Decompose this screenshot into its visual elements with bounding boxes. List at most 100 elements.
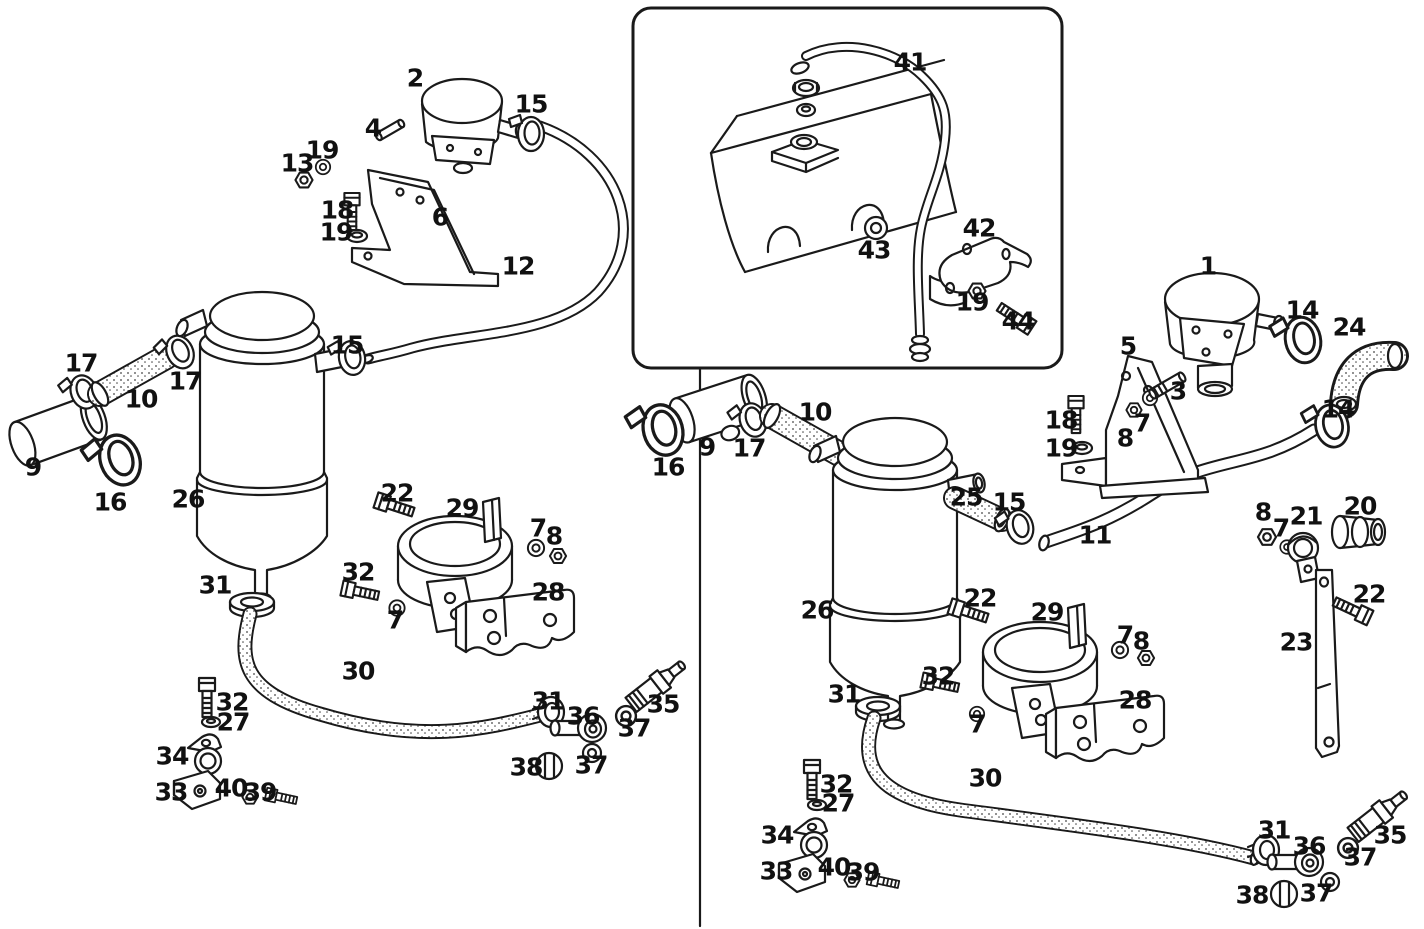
part-callout-40: 40 (817, 852, 852, 882)
part-callout-7: 7 (968, 709, 986, 739)
part-callout-5: 5 (1119, 331, 1137, 361)
hose-30-right (861, 710, 1262, 866)
part-callout-32: 32 (921, 661, 956, 691)
part-callout-22: 22 (1352, 579, 1387, 609)
part-callout-17: 17 (64, 348, 99, 378)
part-callout-38: 38 (509, 752, 544, 782)
part-callout-38: 38 (1235, 880, 1270, 910)
part-callout-8: 8 (1254, 497, 1272, 527)
bracket-42 (928, 236, 1032, 307)
part-callout-34: 34 (760, 820, 795, 850)
bracket-5 (1060, 354, 1210, 500)
part-callout-31: 31 (198, 570, 233, 600)
part-callout-18: 18 (1044, 405, 1079, 435)
part-callout-6: 6 (431, 202, 449, 232)
part-callout-12: 12 (501, 251, 536, 281)
part-callout-30: 30 (968, 763, 1003, 793)
part-callout-31: 31 (827, 679, 862, 709)
part-callout-43: 43 (857, 235, 892, 265)
part-callout-8: 8 (545, 521, 563, 551)
part-callout-18: 18 (320, 195, 355, 225)
vent-pipe-41 (790, 41, 951, 363)
part-callout-9: 9 (698, 432, 716, 462)
part-callout-37: 37 (1343, 842, 1378, 872)
part-callout-10: 10 (124, 384, 159, 414)
part-callout-35: 35 (646, 689, 681, 719)
bracket-6 (350, 168, 500, 288)
hardware-group-right (777, 758, 901, 894)
fitting-stack (791, 78, 821, 118)
part-callout-20: 20 (1343, 491, 1378, 521)
part-callout-3: 3 (1169, 376, 1187, 406)
part-callout-14: 14 (1285, 295, 1320, 325)
part-callout-22: 22 (380, 478, 415, 508)
part-callout-31: 31 (1257, 815, 1292, 845)
part-callout-26: 26 (800, 595, 835, 625)
part-callout-26: 26 (171, 484, 206, 514)
part-callout-23: 23 (1279, 627, 1314, 657)
part-callout-22: 22 (963, 583, 998, 613)
part-callout-37: 37 (617, 713, 652, 743)
part-callout-40: 40 (214, 773, 249, 803)
pump-2 (420, 77, 528, 175)
washer-43 (863, 215, 889, 241)
part-callout-15: 15 (514, 89, 549, 119)
hose-10-left (87, 344, 179, 407)
part-callout-41: 41 (893, 47, 928, 77)
part-callout-19: 19 (955, 287, 990, 317)
stud-3 (1148, 371, 1187, 400)
part-callout-35: 35 (1373, 820, 1408, 850)
hardware-group-left (172, 676, 299, 811)
part-callout-37: 37 (1299, 878, 1334, 908)
part-callout-29: 29 (445, 493, 480, 523)
part-callout-7: 7 (1133, 408, 1151, 438)
part-callout-33: 33 (759, 856, 794, 886)
part-callout-11: 11 (1078, 520, 1113, 550)
part-callout-33: 33 (154, 777, 189, 807)
pin-4 (374, 118, 406, 142)
part-callout-9: 9 (24, 452, 42, 482)
sleeve-9-center (663, 370, 773, 447)
part-callout-19: 19 (305, 135, 340, 165)
washer-19-b (345, 228, 369, 244)
part-callout-15: 15 (992, 487, 1027, 517)
part-callout-28: 28 (531, 577, 566, 607)
part-callout-27: 27 (216, 707, 251, 737)
part-callout-19: 19 (319, 217, 354, 247)
part-callout-7: 7 (386, 605, 404, 635)
part-callout-7: 7 (1272, 513, 1290, 543)
part-callout-29: 29 (1030, 597, 1065, 627)
part-callout-2: 2 (406, 63, 424, 93)
part-callout-4: 4 (364, 113, 382, 143)
part-callout-25: 25 (949, 482, 984, 512)
part-callout-14: 14 (1321, 394, 1356, 424)
part-callout-34: 34 (155, 741, 190, 771)
inset-panel (631, 6, 1064, 370)
part-callout-19: 19 (1044, 433, 1079, 463)
hose-30-left (237, 606, 552, 740)
part-callout-21: 21 (1289, 501, 1324, 531)
part-callout-17: 17 (732, 433, 767, 463)
part-callout-37: 37 (574, 750, 609, 780)
part-callout-8: 8 (1132, 626, 1150, 656)
part-callout-10: 10 (798, 397, 833, 427)
part-callout-1: 1 (1199, 251, 1217, 281)
part-callout-24: 24 (1332, 312, 1367, 342)
part-callout-13: 13 (280, 148, 315, 178)
part-callout-39: 39 (243, 777, 278, 807)
part-callout-32: 32 (341, 557, 376, 587)
part-callout-32: 32 (215, 687, 250, 717)
part-callout-16: 16 (651, 452, 686, 482)
washer-19-right (1070, 440, 1094, 456)
part-callout-28: 28 (1118, 685, 1153, 715)
part-callout-44: 44 (1001, 306, 1036, 336)
part-callout-7: 7 (529, 513, 547, 543)
part-callout-36: 36 (566, 701, 601, 731)
part-callout-15: 15 (330, 330, 365, 360)
clip-21 (1286, 531, 1321, 584)
part-callout-8: 8 (1116, 423, 1134, 453)
part-callout-7: 7 (1116, 620, 1134, 650)
